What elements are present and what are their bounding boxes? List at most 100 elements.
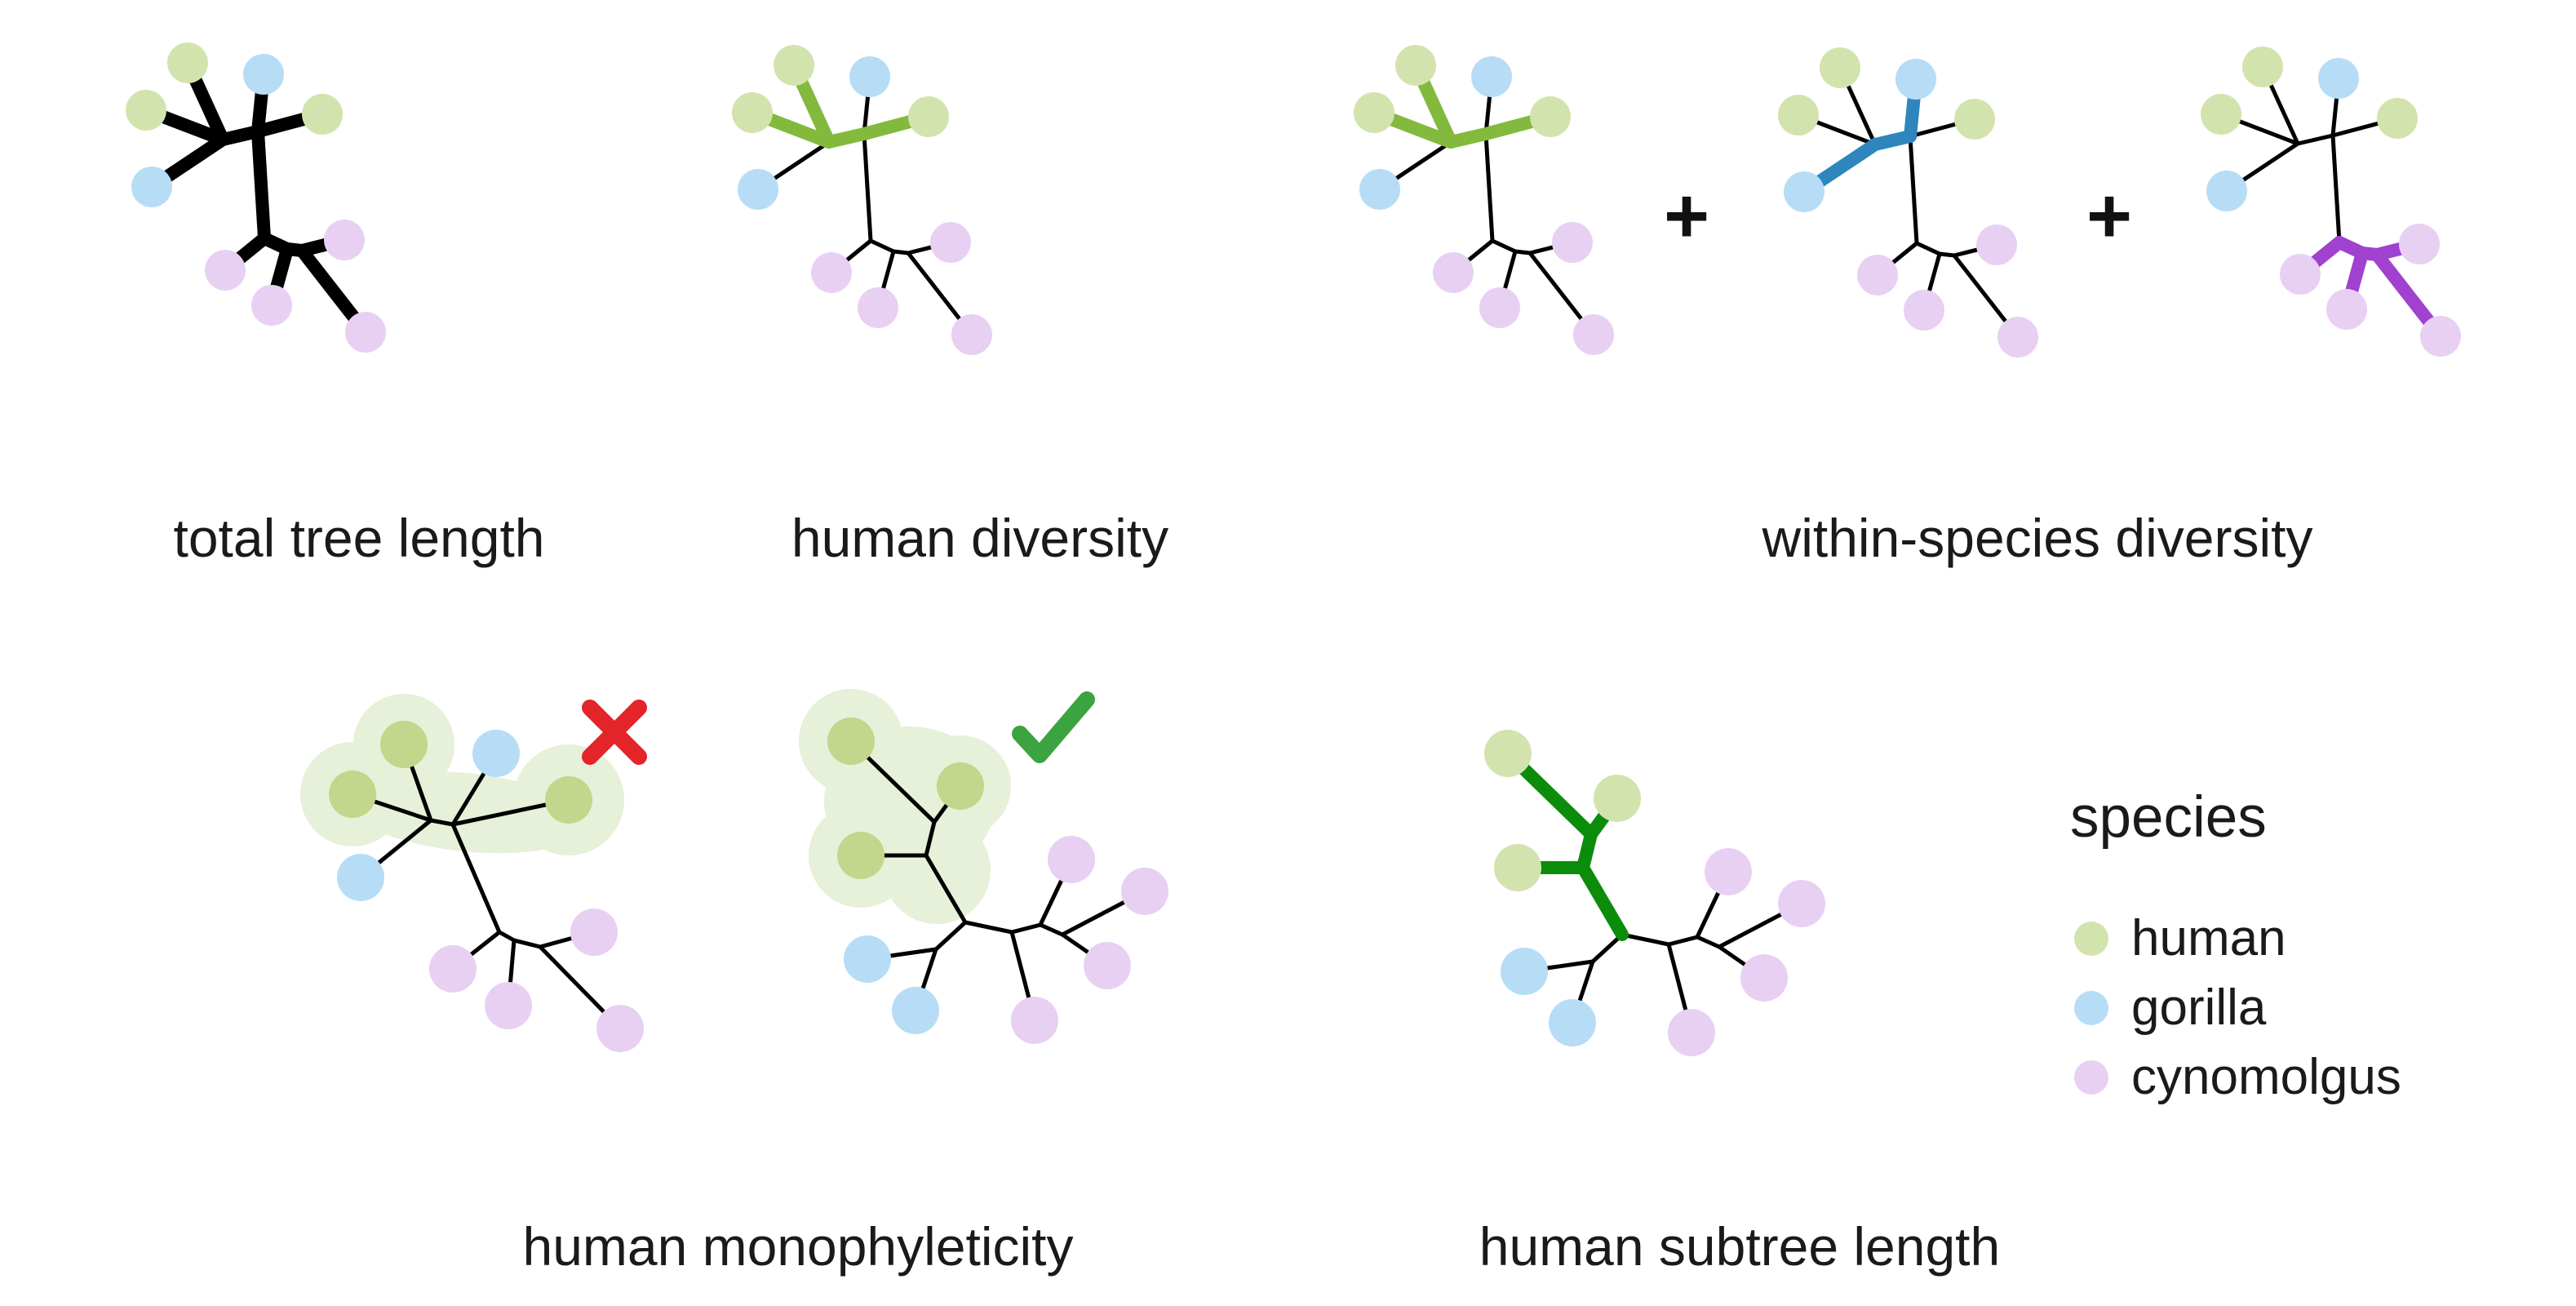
tip-human: [126, 90, 166, 131]
tip-human: [1954, 99, 1995, 140]
caption-human-diversity: human diversity: [791, 508, 1169, 568]
tree-branch: [1490, 238, 1518, 254]
tip-gorilla: [472, 730, 520, 777]
tip-human: [2242, 47, 2283, 87]
human-color-dot-icon: [2074, 922, 2108, 957]
tip-cynomolgus: [1479, 287, 1520, 328]
tree-branch: [497, 930, 517, 943]
tip-cynomolgus: [1976, 224, 2017, 265]
tree-branch: [924, 853, 968, 925]
tree-branch: [868, 238, 896, 254]
tip-gorilla: [2206, 171, 2247, 211]
tip-cynomolgus: [1857, 255, 1898, 295]
caption-human-subtree-length: human subtree length: [1479, 1216, 2001, 1277]
tip-gorilla: [1549, 999, 1596, 1046]
tip-cynomolgus: [1997, 317, 2038, 358]
tree-branch: [1038, 922, 1065, 937]
tip-gorilla: [849, 56, 890, 97]
tip-cynomolgus: [1573, 314, 1614, 355]
tree-branch: [428, 818, 455, 827]
tip-cynomolgus: [1048, 836, 1095, 883]
tip-gorilla: [337, 854, 384, 901]
tree-branch: [862, 131, 873, 243]
tip-human: [380, 721, 428, 768]
tip-gorilla: [844, 935, 891, 983]
tip-cynomolgus: [951, 314, 992, 355]
tree-branch: [251, 125, 271, 245]
tip-human: [732, 92, 773, 133]
tip-cynomolgus: [1121, 868, 1168, 915]
tip-cynomolgus: [1668, 1009, 1715, 1056]
tree-total-tree-length: [126, 42, 386, 353]
tip-gorilla: [1895, 59, 1936, 100]
species-legend: species human gorilla cynomolgus: [2070, 785, 2401, 1113]
tip-cynomolgus: [811, 252, 852, 293]
tip-gorilla: [131, 167, 172, 207]
gorilla-color-dot-icon: [2074, 991, 2108, 1026]
tree-human-subtree-length: [1484, 730, 1825, 1056]
caption-human-monophyleticity: human monophyleticity: [522, 1216, 1074, 1277]
tip-gorilla: [892, 987, 939, 1034]
tree-branch: [963, 920, 1014, 935]
tip-cynomolgus: [570, 908, 618, 956]
legend-title: species: [2070, 785, 2267, 850]
tree-human-diversity: [732, 45, 992, 355]
tree-within-species-gorilla: [1778, 47, 2038, 358]
tip-cynomolgus: [251, 285, 292, 326]
tip-human: [545, 776, 592, 824]
tip-cynomolgus: [429, 945, 477, 993]
plus-sign-2: +: [2086, 172, 2133, 260]
tip-gorilla: [1471, 56, 1512, 97]
tip-human: [167, 42, 208, 83]
tree-branch: [1937, 251, 1957, 258]
tree-branch: [1513, 249, 1532, 255]
tip-human: [1530, 96, 1571, 137]
tip-human: [2201, 94, 2241, 135]
tip-human: [1820, 47, 1860, 88]
tree-branch: [1908, 134, 1919, 246]
cynomolgus-color-dot-icon: [2074, 1060, 2108, 1095]
tip-cynomolgus: [1705, 848, 1752, 895]
tree-branch: [1576, 861, 1629, 941]
tip-human: [1594, 775, 1641, 822]
plus-sign-1: +: [1663, 172, 1710, 260]
tree-branch: [891, 249, 911, 255]
tip-cynomolgus: [1740, 954, 1788, 1002]
legend-label-cynomolgus: cynomolgus: [2131, 1049, 2401, 1106]
tip-cynomolgus: [1084, 942, 1131, 989]
tip-cynomolgus: [596, 1005, 644, 1052]
tip-human: [908, 96, 949, 137]
tip-human: [1494, 844, 1541, 891]
tip-cynomolgus: [2399, 224, 2440, 264]
tip-cynomolgus: [345, 312, 386, 353]
tip-cynomolgus: [2420, 316, 2461, 357]
tip-gorilla: [1784, 171, 1824, 212]
tree-branch: [450, 822, 502, 935]
tip-cynomolgus: [205, 250, 246, 291]
tip-gorilla: [1359, 169, 1400, 210]
tree-branch: [1483, 131, 1495, 243]
tree-branch: [1590, 932, 1625, 964]
tip-cynomolgus: [2280, 254, 2321, 295]
tip-human: [2377, 98, 2418, 139]
monophyly-blob: [343, 771, 587, 854]
tip-cynomolgus: [1433, 252, 1474, 293]
tip-human: [329, 771, 376, 818]
legend-item-cynomolgus: cynomolgus: [2070, 1043, 2401, 1113]
check-icon: [1012, 691, 1095, 763]
tip-gorilla: [1501, 948, 1548, 995]
legend-item-human: human: [2070, 904, 2401, 974]
tree-branch: [512, 938, 543, 949]
tree-branch: [1914, 241, 1942, 256]
tip-cynomolgus: [1552, 222, 1593, 263]
tree-branch: [1009, 922, 1043, 935]
tree-branch: [2330, 133, 2342, 245]
tip-human: [1484, 730, 1532, 777]
legend-label-gorilla: gorilla: [2131, 980, 2267, 1037]
tip-gorilla: [243, 54, 284, 95]
tip-human: [827, 717, 875, 765]
legend-item-gorilla: gorilla: [2070, 974, 2401, 1043]
tree-branch: [924, 820, 937, 858]
